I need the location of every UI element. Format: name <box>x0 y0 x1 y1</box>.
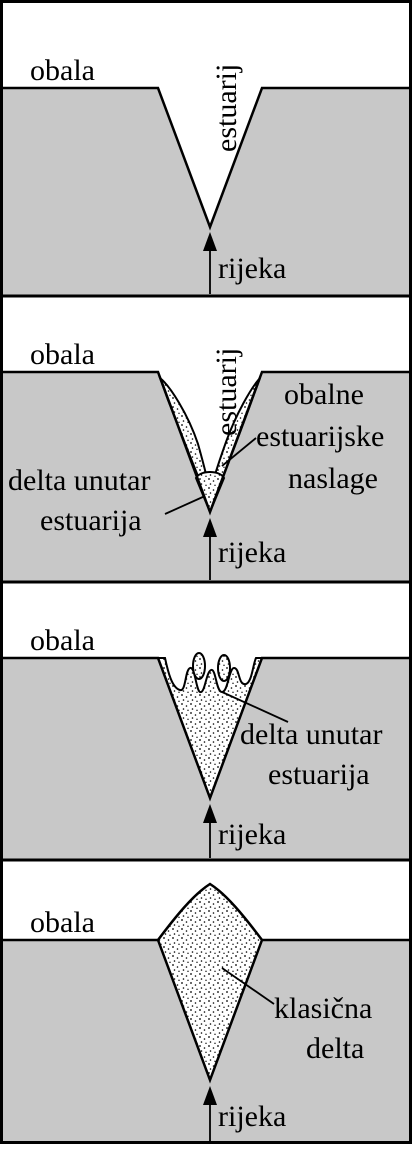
classic-delta-label-1: klasična <box>274 992 372 1025</box>
river-label: rijeka <box>218 1100 286 1133</box>
marginal-deposits-label-3: naslage <box>288 462 378 495</box>
panel-2-estuarine-fill: obala estuarij obalne estuarijske naslag… <box>0 338 412 582</box>
marginal-deposits-label-2: estuarijske <box>256 420 384 453</box>
coast-label: obala <box>30 906 95 939</box>
land-area <box>0 88 412 296</box>
panel-1-open-estuary: obala estuarij rijeka <box>0 54 412 296</box>
coast-label: obala <box>30 624 95 657</box>
coast-label: obala <box>30 338 95 371</box>
bayhead-delta-label-2: estuarija <box>40 504 142 537</box>
bayhead-delta-label-1: delta unutar <box>8 464 150 497</box>
panel-3-bayhead-delta: obala delta unutar estuarija rijeka <box>0 624 412 860</box>
coast-label: obala <box>30 54 95 87</box>
bayhead-delta-label-2: estuarija <box>268 758 370 791</box>
delta-bar-2 <box>218 655 230 681</box>
river-label: rijeka <box>218 252 286 285</box>
river-label: rijeka <box>218 536 286 569</box>
panel-4-classic-delta: obala klasična delta rijeka <box>0 884 412 1144</box>
estuary-label: estuarij <box>210 64 243 152</box>
river-label: rijeka <box>218 818 286 851</box>
bayhead-delta-label-1: delta unutar <box>240 718 382 751</box>
delta-bar-1 <box>193 653 205 679</box>
marginal-deposits-label-1: obalne <box>284 378 364 411</box>
classic-delta-label-2: delta <box>306 1032 364 1065</box>
estuary-label: estuarij <box>210 348 243 436</box>
